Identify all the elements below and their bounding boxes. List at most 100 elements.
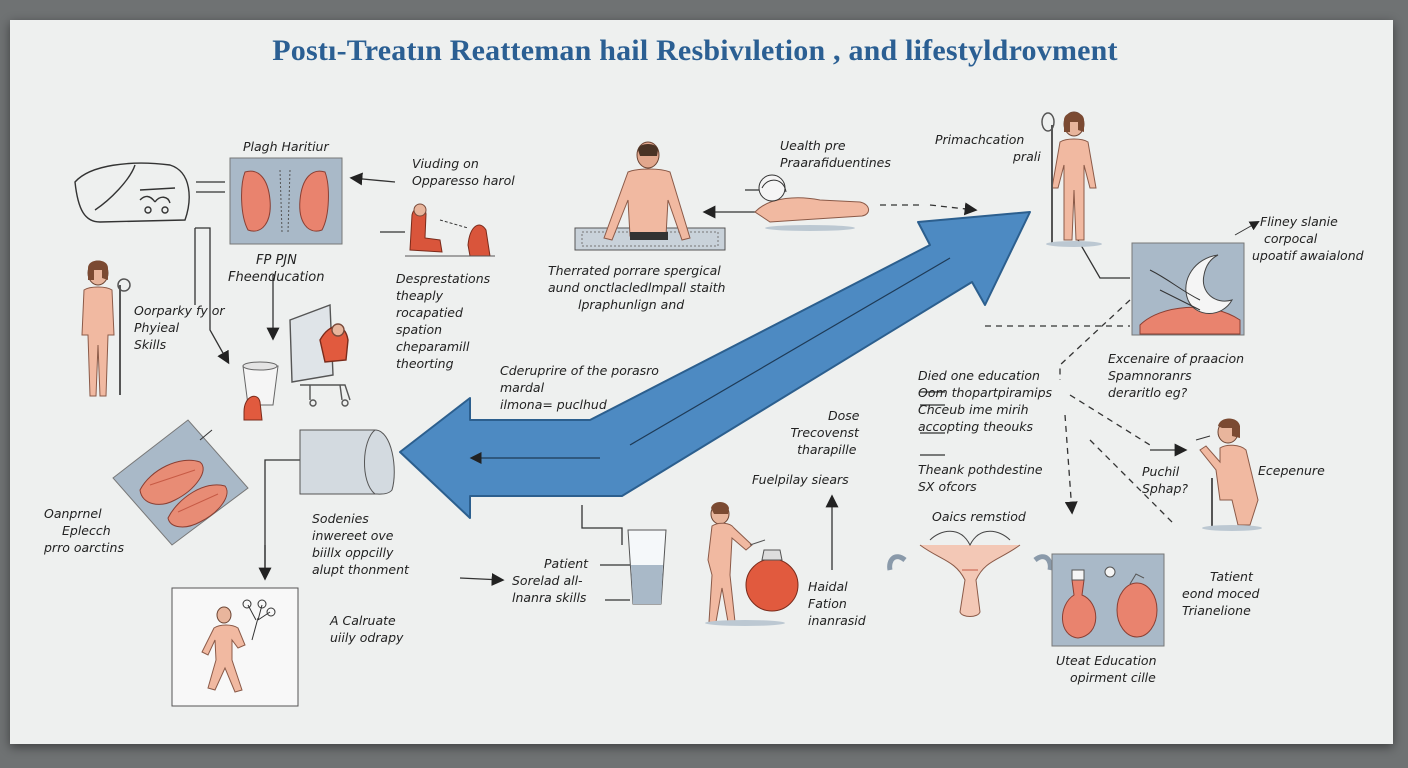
label-viuding-line: Opparesso harol [412, 173, 515, 188]
label-sodenies-line: Sodenies [312, 511, 369, 526]
imaging-panel [1131, 221, 1260, 336]
label-cderuprie-line: mardal [500, 380, 545, 395]
label-primacation: Primachcation prali [935, 131, 1041, 165]
label-died-line: Chceub ime mirih [918, 402, 1029, 417]
label-primacation-line: prali [1013, 149, 1041, 164]
seated-therapy-icon [405, 203, 495, 257]
label-desprestations-line: spation [396, 322, 443, 337]
pelvis-sketch-icon [74, 162, 190, 223]
label-fliney-line: upoatif awaialond [1252, 248, 1364, 263]
label-health-line: Praarafiduentines [780, 155, 891, 170]
label-ecepenure: Ecepenure [1258, 462, 1325, 479]
label-patient-line: Sorelad all- [512, 573, 583, 588]
label-theank-line: Theank pothdestine [918, 462, 1043, 477]
label-cderuprie-line: ilmona= puclhud [500, 397, 607, 412]
label-excenaire-line: Spamnoranrs [1108, 368, 1192, 383]
label-fp-line: Fheenducation [228, 270, 325, 285]
label-dose-line: Trecovenst [790, 425, 859, 440]
label-acalruate-line: A Calruate [330, 613, 396, 628]
cylinder-device-icon [299, 429, 395, 495]
connector-lines [194, 172, 1188, 686]
label-patient-line: lnanra skills [512, 590, 587, 605]
container-icon [242, 361, 279, 421]
label-haidal: Haidal Fation inanrasid [808, 578, 866, 629]
label-fp: FP PJN Fheenducation [228, 252, 324, 286]
label-oorparky-line: Oorparky fy or [134, 303, 225, 318]
label-dose-line: Dose [828, 408, 860, 423]
label-acalruate-line: uiily odrapy [330, 630, 404, 645]
label-oanprnel-line: Eplecch [62, 523, 111, 538]
label-health: Uealth pre Praarafiduentines [780, 137, 891, 171]
label-therrated: Therrated porrare spergical aund onctlac… [548, 262, 725, 313]
label-died-line: accopting theouks [918, 419, 1034, 434]
label-oorparky-line: Skills [134, 337, 167, 352]
label-patient-line: Patient [544, 556, 589, 571]
label-viuding-line: Viuding on [412, 156, 479, 171]
label-therrated-line: aund onctlacledlmpall staith [548, 280, 726, 295]
label-sodenies-line: inwereet ove [312, 528, 394, 543]
flower-activity-panel [171, 587, 299, 707]
label-plagh: Plagh Haritiur [243, 138, 329, 155]
label-desprestations-line: theorting [396, 356, 454, 371]
label-fp-line: FP PJN [256, 253, 297, 268]
anatomy-sketch-icon [887, 530, 1053, 617]
label-puchil-line: Puchil [1142, 464, 1180, 479]
label-ecepenure-line: Ecepenure [1258, 463, 1325, 478]
aquatic-therapy-icon [574, 141, 726, 251]
exercise-machine-icon [289, 304, 351, 407]
label-died-line: Died one education [918, 368, 1040, 383]
label-oorparky-line: Phyieal [134, 320, 180, 335]
label-dose: Dose Trecovenst tharapille [790, 407, 860, 458]
label-cderuprie: Cderuprire of the porasro mardal ilmona=… [500, 362, 659, 413]
label-haidal-line: Haidal [808, 579, 848, 594]
label-tatient-line: Tatient [1210, 569, 1253, 584]
label-theank-line: SX ofcors [918, 479, 977, 494]
label-health-line: Uealth pre [780, 138, 846, 153]
label-tatient-line: eond moced [1182, 586, 1260, 601]
label-excenaire-line: Excenaire of praacion [1108, 351, 1245, 366]
label-cderuprie-line: Cderuprire of the porasro [500, 363, 659, 378]
label-desprestations-line: Desprestations [396, 271, 491, 286]
label-therrated-line: Therrated porrare spergical [548, 263, 721, 278]
label-excenaire: Excenaire of praacion Spamnoranrs derari… [1108, 350, 1244, 401]
label-primacation-line: Primachcation [935, 132, 1025, 147]
pelvic-floor-panel [229, 157, 343, 245]
label-viuding: Viuding on Opparesso harol [412, 155, 515, 189]
label-uteat-line: Uteat Education [1056, 653, 1157, 668]
label-fuelpilay: Fuelpilay siears [752, 471, 849, 488]
label-therrated-line: lpraphunlign and [578, 297, 685, 312]
kneeling-person-icon [1195, 418, 1262, 531]
lying-person-icon [754, 174, 869, 231]
label-excenaire-line: deraritlo eg? [1108, 385, 1188, 400]
water-glass-icon [627, 529, 667, 605]
label-sodenies-line: alupt thonment [312, 562, 409, 577]
label-tatient: Tatient eond moced Trianelione [1182, 568, 1260, 619]
label-sodenies: Sodenies inwereet ove biillx oppcilly al… [312, 510, 409, 578]
label-dose-line: tharapille [797, 442, 857, 457]
label-fliney-line: corpocal [1264, 231, 1318, 246]
label-fliney-line: Fliney slanie [1260, 214, 1338, 229]
big-blue-arrow [399, 211, 1031, 519]
label-died: Died one education Oom thopartpiramips C… [918, 367, 1052, 435]
standing-person-left-icon [81, 260, 131, 397]
label-patient: Patient Sorelad all- lnanra skills [512, 555, 588, 606]
label-fliney: Fliney slanie corpocal upoatif awaialond [1252, 213, 1364, 264]
label-fuelpilay-line: Fuelpilay siears [752, 472, 849, 487]
label-desprestations-line: theaply [396, 288, 443, 303]
label-oorparky: Oorparky fy or Phyieal Skills [134, 302, 225, 353]
label-desprestations: Desprestations theaply rocapatied spatio… [396, 270, 490, 372]
label-puchil-line: Sphap? [1142, 481, 1189, 496]
label-plagh-line: Plagh Haritiur [243, 139, 329, 154]
label-oanprnel-line: Oanprnel [44, 506, 102, 521]
label-haidal-line: inanrasid [808, 613, 866, 628]
label-theank: Theank pothdestine SX ofcors [918, 461, 1043, 495]
tissue-panel [112, 419, 249, 546]
label-desprestations-line: cheparamill [396, 339, 470, 354]
label-oanprnel: Oanprnel Eplecch prro oarctins [44, 505, 124, 556]
person-with-ball-icon [705, 502, 799, 626]
label-acalruate: A Calruate uiily odrapy [330, 612, 403, 646]
label-oaics: Oaics remstiod [932, 508, 1026, 525]
label-puchil: Puchil Sphap? [1142, 463, 1188, 497]
label-desprestations-line: rocapatied [396, 305, 463, 320]
